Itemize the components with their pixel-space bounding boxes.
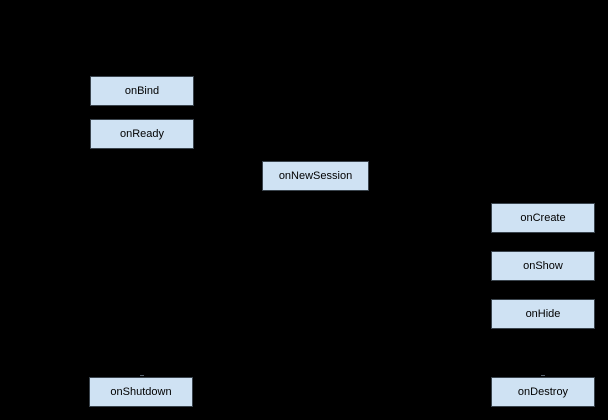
node-ondestroy: onDestroy: [491, 377, 595, 407]
node-onbind: onBind: [90, 76, 194, 106]
connector-remnant-tick: [140, 375, 144, 376]
node-oncreate: onCreate: [491, 203, 595, 233]
node-onhide: onHide: [491, 299, 595, 329]
node-onshow: onShow: [491, 251, 595, 281]
node-onshutdown: onShutdown: [89, 377, 193, 407]
connector-remnant-tick: [541, 375, 545, 376]
node-onready: onReady: [90, 119, 194, 149]
node-onnewsession: onNewSession: [262, 161, 369, 191]
